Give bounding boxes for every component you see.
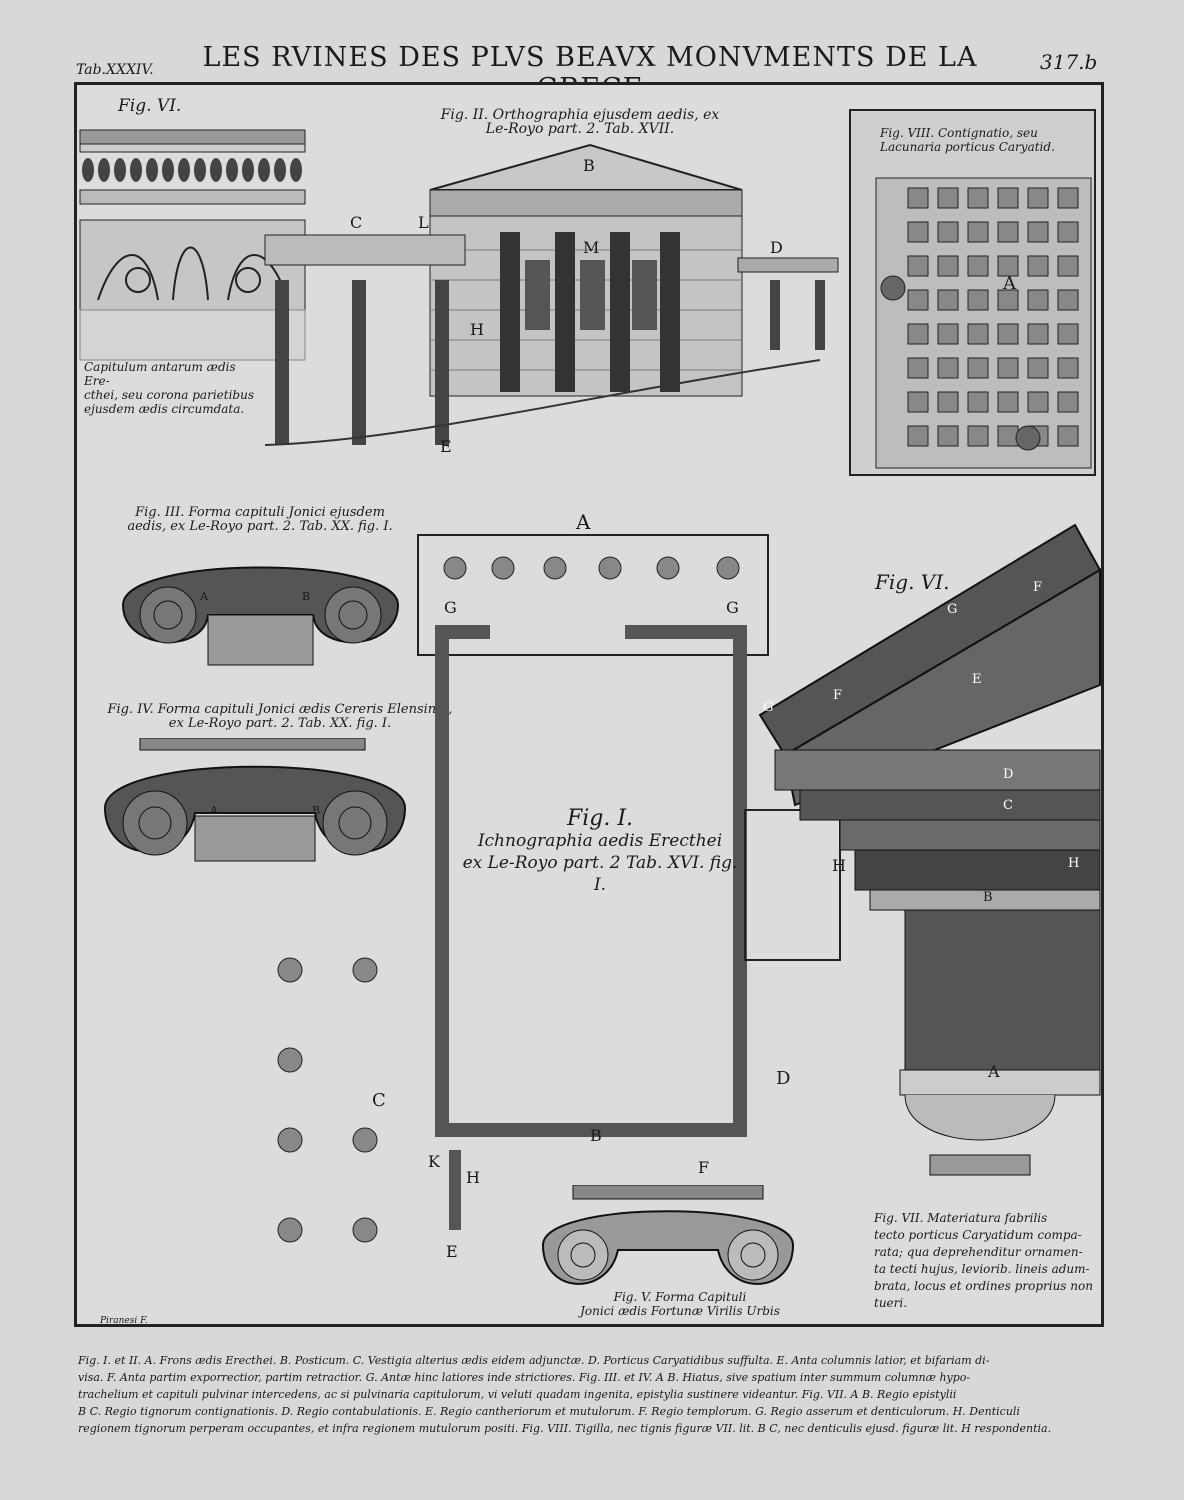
fig1-letter-c: C bbox=[372, 1090, 386, 1111]
fig6-letter-g-1: G bbox=[947, 602, 958, 617]
fig7-letter-d: D bbox=[1003, 767, 1014, 782]
fig2-elevation-drawing bbox=[264, 143, 839, 446]
fig6-right-label: Fig. VI. bbox=[875, 570, 950, 594]
fig2-letter-b: B bbox=[583, 156, 595, 175]
fig7-letter-a: A bbox=[988, 1062, 1000, 1081]
fig1-letter-e: E bbox=[446, 1242, 458, 1261]
fig1-letter-g-left: G bbox=[444, 598, 457, 617]
fig2-letter-h: H bbox=[470, 320, 484, 339]
fig7-letter-b: B bbox=[983, 890, 993, 905]
fig1-letter-g-right: G bbox=[726, 598, 739, 617]
fig6-letter-e: E bbox=[972, 672, 982, 687]
fig1-letter-f: F bbox=[698, 1158, 710, 1177]
fig4-letter-b: B bbox=[312, 804, 321, 817]
fig2-letter-e: E bbox=[440, 437, 452, 456]
fig1-letter-d: D bbox=[776, 1068, 791, 1089]
fig4-caption: Fig. IV. Forma capituli Jonici ædis Cere… bbox=[107, 702, 453, 731]
fig6-top-caption: Capitulum antarum ædis Ere-cthei, seu co… bbox=[84, 360, 254, 416]
fig4-letter-a: A bbox=[210, 804, 218, 817]
fig1-letter-b: B bbox=[590, 1126, 602, 1145]
fig7-letter-h-left: H bbox=[832, 856, 846, 875]
fig2-letter-d: D bbox=[770, 238, 783, 257]
fig1-letter-h: H bbox=[466, 1168, 480, 1187]
legend-line: Fig. I. et II. A. Frons ædis Erecthei. B… bbox=[78, 1354, 990, 1367]
fig5-capital-drawing bbox=[541, 1185, 795, 1285]
fig6-frieze-drawing bbox=[79, 129, 306, 361]
fig6-letter-f-1: F bbox=[1033, 580, 1043, 595]
legend-line: B C. Regio tignorum contignationis. D. R… bbox=[78, 1405, 1020, 1418]
fig1-letter-a: A bbox=[576, 510, 591, 534]
fig2-letter-c: C bbox=[350, 213, 363, 232]
fig8-ceiling-drawing bbox=[849, 109, 1096, 476]
fig3-letter-a: A bbox=[200, 590, 208, 603]
fig6-top-label: Fig. VI. bbox=[118, 96, 182, 116]
fig2-letter-l: L bbox=[418, 213, 429, 232]
plate-legend: Fig. I. et II. A. Frons ædis Erecthei. B… bbox=[78, 1352, 1108, 1437]
fig8-letter-a: A bbox=[1003, 273, 1016, 294]
fig1-letter-k: K bbox=[428, 1152, 440, 1171]
fig3-letter-b: B bbox=[302, 590, 311, 603]
fig2-letter-m: M bbox=[583, 238, 600, 257]
legend-line: visa. F. Anta partim exporrectior, parti… bbox=[78, 1371, 971, 1384]
fig4-capital-drawing bbox=[103, 738, 407, 862]
engraver-signature: Piranesi F. bbox=[100, 1316, 148, 1326]
legend-line: trachelium et capituli pulvinar interced… bbox=[78, 1388, 957, 1401]
page-number: 317.b bbox=[1040, 50, 1098, 74]
plate-tab-number: Tab.XXXIV. bbox=[76, 62, 154, 78]
fig6-letter-g-2: G bbox=[763, 700, 774, 715]
fig3-capital-drawing bbox=[121, 566, 400, 666]
fig1-plan-drawing bbox=[277, 534, 841, 1243]
legend-line: regionem tignorum perperam occupantes, e… bbox=[78, 1422, 1052, 1435]
fig7-entablature-drawing bbox=[758, 523, 1102, 1176]
fig7-letter-c: C bbox=[1003, 798, 1013, 813]
fig7-letter-h-right: H bbox=[1068, 856, 1080, 871]
fig6-letter-f-2: F bbox=[833, 688, 843, 703]
